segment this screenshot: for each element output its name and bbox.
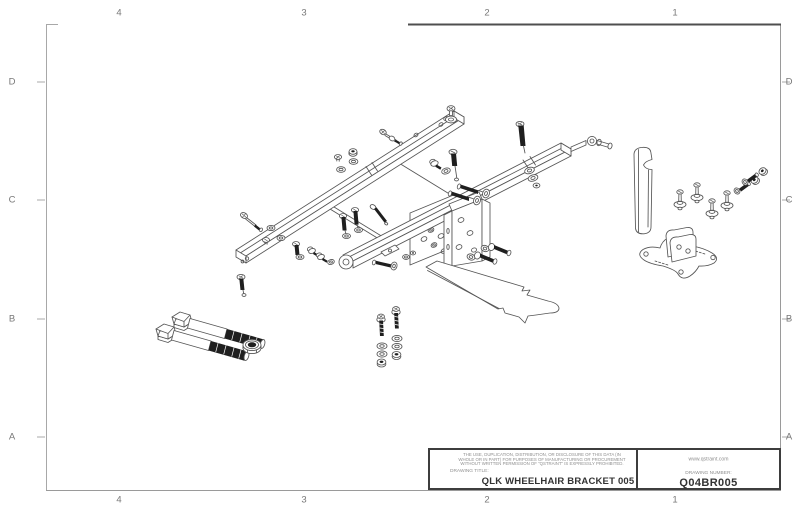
zone-row-right-b: B bbox=[785, 313, 793, 325]
left-end-hardware bbox=[236, 212, 328, 297]
drawing-title: QLK WHEELHAIR BRACKET 005 bbox=[481, 476, 635, 487]
carriage-bolts bbox=[338, 204, 389, 239]
upper-rail-hardware bbox=[333, 105, 459, 182]
title-block: THE USE, DUPLICATION, DISTRIBUTION, OR D… bbox=[428, 448, 781, 490]
disclaimer-line-3: WITHOUT WRITTEN PERMISSION OF "QSTRAINT"… bbox=[460, 462, 624, 467]
zone-row-left-c: C bbox=[8, 194, 16, 206]
zone-col-bottom-1: 1 bbox=[672, 494, 678, 506]
drawing-number-label: DRAWING NUMBER: bbox=[685, 471, 732, 476]
drawing-number: Q04BR005 bbox=[679, 477, 738, 489]
clevis-hardware bbox=[327, 250, 417, 271]
bolt-nut-pairs bbox=[733, 167, 768, 195]
stud-pins bbox=[673, 182, 734, 220]
website-text: www.qstraint.com bbox=[688, 457, 729, 463]
zone-row-left-b: B bbox=[8, 313, 16, 325]
disclaimer-text: THE USE, DUPLICATION, DISTRIBUTION, OR D… bbox=[441, 453, 643, 467]
zone-col-top-2: 2 bbox=[484, 7, 490, 19]
zone-col-bottom-2: 2 bbox=[484, 494, 490, 506]
tower-bracket bbox=[443, 191, 491, 272]
exploded-assembly-drawing bbox=[155, 105, 768, 368]
zone-col-top-3: 3 bbox=[301, 7, 307, 19]
disclaimer-line-1: THE USE, DUPLICATION, DISTRIBUTION, OR D… bbox=[463, 453, 621, 458]
tower-bolts bbox=[447, 183, 490, 206]
hex-bolts bbox=[155, 311, 266, 361]
zone-col-bottom-3: 3 bbox=[301, 494, 307, 506]
title-block-left-cell: THE USE, DUPLICATION, DISTRIBUTION, OR D… bbox=[430, 450, 636, 488]
cross-base-plate bbox=[639, 227, 717, 279]
zone-row-right-d: D bbox=[785, 76, 793, 88]
hook-bracket bbox=[633, 146, 653, 235]
upper-rail bbox=[235, 110, 465, 264]
sheet-frame bbox=[37, 23, 790, 491]
fastener-stacks bbox=[376, 306, 403, 368]
title-block-right-cell: www.qstraint.com DRAWING NUMBER: Q04BR00… bbox=[636, 450, 779, 489]
socket-bolts bbox=[466, 243, 512, 265]
floor-plate bbox=[425, 260, 560, 324]
zone-row-left-d: D bbox=[8, 76, 16, 88]
zone-row-right-c: C bbox=[785, 194, 793, 206]
zone-row-right-a: A bbox=[785, 431, 793, 443]
mid-rail-hardware bbox=[515, 120, 541, 189]
drawing-title-label: DRAWING TITLE: bbox=[450, 469, 489, 474]
disclaimer-line-2: WHOLE OR IN PART) FOR PURPOSES OF MANUFA… bbox=[458, 457, 626, 463]
zone-col-top-1: 1 bbox=[672, 7, 678, 19]
zone-row-left-a: A bbox=[8, 431, 16, 443]
zone-col-top-4: 4 bbox=[116, 7, 122, 19]
zone-col-bottom-4: 4 bbox=[116, 494, 122, 506]
